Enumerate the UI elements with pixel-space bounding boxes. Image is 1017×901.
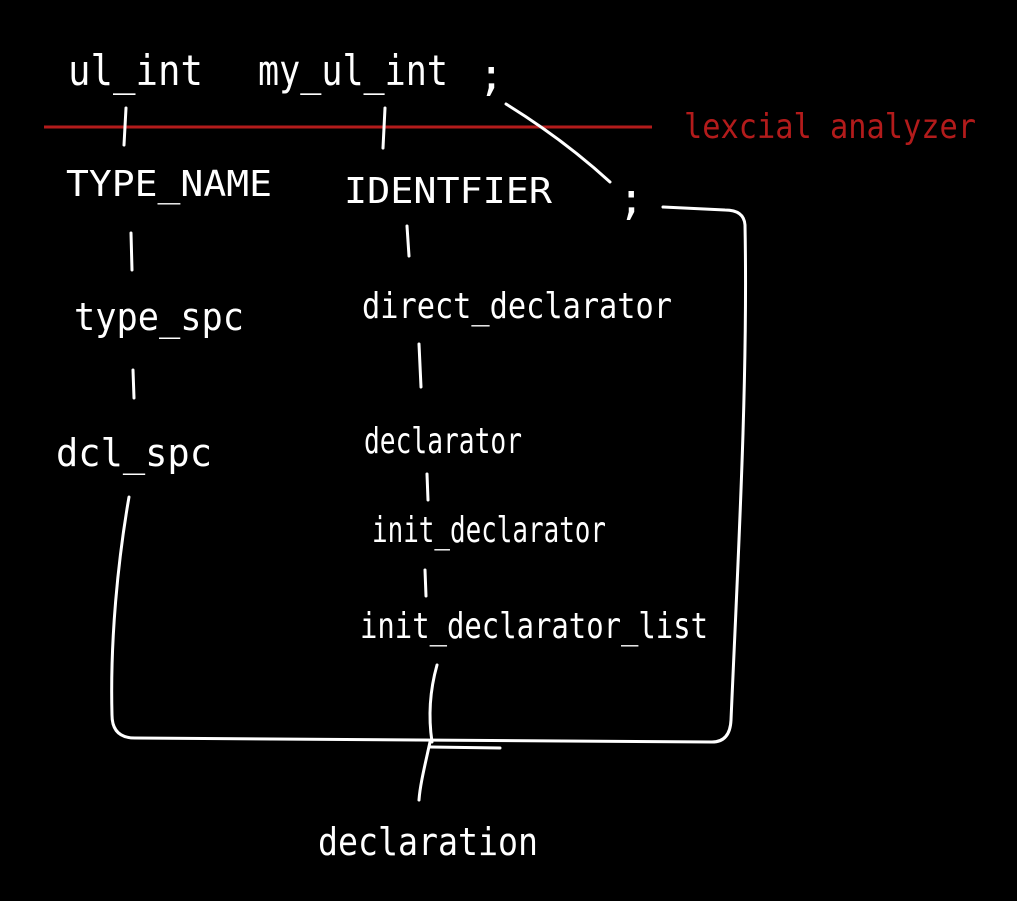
connector-semicolon-to-token [504,102,612,184]
node-direct-declarator: direct_declarator [362,286,672,327]
connector-id-to-identifier [381,106,387,150]
token-type-name: TYPE_NAME [66,164,272,205]
bracket-dclspc-to-semicolon [110,205,748,744]
connector-initdecl-to-list [423,568,428,598]
connector-typespc-to-dclspc [131,368,136,400]
token-identifier: IDENTFIER [344,171,552,212]
connector-declarator-to-initdecl [425,472,430,502]
source-semicolon: ; [478,50,505,101]
lexer-label: lexcial analyzer [684,107,976,147]
connector-merge-to-declaration [417,740,432,802]
connector-list-to-merge [428,663,439,744]
node-init-declarator-list: init_declarator_list [360,606,708,647]
node-dcl-spc: dcl_spc [56,431,212,476]
source-type-token: ul_int [68,46,203,95]
node-type-spc: type_spc [74,295,244,340]
connector-type-to-typename [122,106,128,147]
connector-identifier-to-directdecl [405,224,411,258]
node-declarator: declarator [364,421,522,462]
connector-directdecl-to-declarator [417,342,423,389]
node-declaration: declaration [318,820,538,864]
node-init-declarator: init_declarator [372,510,606,551]
connector-typename-to-typespc [129,231,134,272]
source-identifier-token: my_ul_int [258,46,448,95]
merge-tick [428,745,502,750]
token-semicolon: ; [618,174,645,225]
